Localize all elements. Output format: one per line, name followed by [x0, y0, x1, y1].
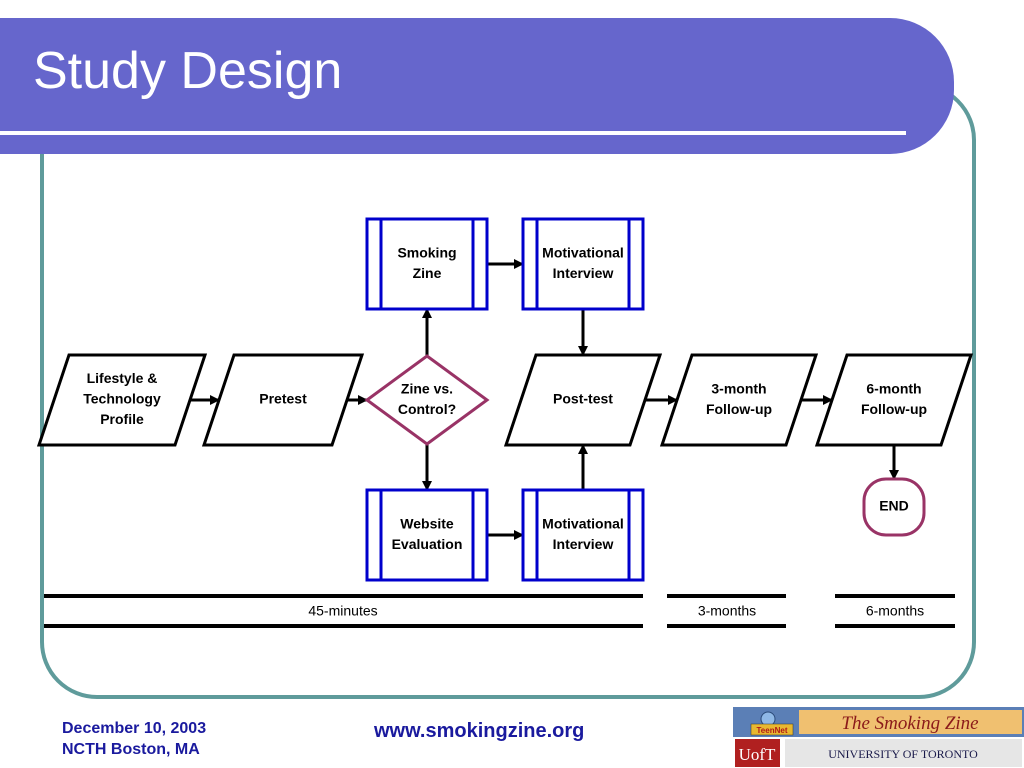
node-pretest: Pretest	[201, 353, 365, 447]
footer-date: December 10, 2003	[62, 720, 207, 737]
node-zine-vs-control: Zine vs. Control?	[364, 354, 490, 446]
node-zine-vs-control-label-line-1: Zine vs.	[401, 380, 453, 396]
node-followup-6-month-label-line-2: Follow-up	[861, 401, 927, 417]
node-lifestyle-profile-label-line-1: Lifestyle &	[87, 370, 158, 386]
logo-banner-text: The Smoking Zine	[841, 713, 978, 734]
node-website-evaluation-shape	[365, 488, 489, 582]
timeline-label: 6-months	[866, 603, 924, 619]
slide-title: Study Design	[33, 42, 343, 100]
node-smoking-zine-label-line-2: Zine	[413, 265, 442, 281]
node-website-evaluation-label-line-1: Website	[400, 515, 454, 531]
node-post-test: Post-test	[503, 353, 663, 447]
node-website-evaluation-label-line-2: Evaluation	[392, 536, 463, 552]
timeline-label: 45-minutes	[308, 603, 377, 619]
node-motivational-interview-bottom-shape	[521, 488, 645, 582]
title-bar	[0, 18, 954, 154]
node-post-test-label-line-1: Post-test	[553, 391, 613, 407]
node-end-shape	[862, 477, 926, 537]
node-motivational-interview-top-shape	[521, 217, 645, 311]
node-smoking-zine-label-line-1: Smoking	[397, 244, 456, 260]
footer-url-link[interactable]: www.smokingzine.org	[374, 720, 585, 742]
node-motivational-interview-top-label-line-1: Motivational	[542, 244, 624, 260]
flow-edges	[190, 259, 899, 540]
logo-uoft-mark: UofT	[739, 745, 776, 764]
node-lifestyle-profile-shape	[36, 353, 208, 447]
footer-event-info: December 10, 2003 NCTH Boston, MA	[62, 718, 206, 760]
node-pretest-shape	[201, 353, 365, 447]
node-end-label-line-1: END	[879, 498, 909, 514]
node-lifestyle-profile-label-line-2: Technology	[83, 391, 161, 407]
logo-university-text: UNIVERSITY OF TORONTO	[828, 747, 978, 761]
timeline-segment-3-months: 3-months	[667, 594, 786, 628]
node-motivational-interview-top-label-line-2: Interview	[553, 265, 614, 281]
node-zine-vs-control-label-line-2: Control?	[398, 401, 456, 417]
timeline-segment-45-minutes: 45-minutes	[44, 594, 643, 628]
node-followup-3-month-label-line-1: 3-month	[711, 380, 766, 396]
node-followup-6-month-shape	[814, 353, 974, 447]
title-underline	[0, 131, 906, 135]
node-end: END	[862, 477, 926, 537]
node-lifestyle-profile-label-line-3: Profile	[100, 411, 144, 427]
node-followup-6-month-label-line-1: 6-month	[866, 380, 921, 396]
node-pretest-label-line-1: Pretest	[259, 391, 307, 407]
node-zine-vs-control-shape	[364, 354, 490, 446]
logo-badge-text: TeenNet	[757, 726, 788, 735]
timeline: 45-minutes 3-months 6-months	[44, 594, 955, 628]
teennet-uoft-logo: TeenNet The Smoking Zine UofT UNIVERSITY…	[733, 707, 1024, 768]
node-followup-3-month-label-line-2: Follow-up	[706, 401, 772, 417]
timeline-label: 3-months	[698, 603, 756, 619]
node-post-test-shape	[503, 353, 663, 447]
node-motivational-interview-bottom-label-line-1: Motivational	[542, 515, 624, 531]
footer-location: NCTH Boston, MA	[62, 741, 200, 758]
node-motivational-interview-bottom-label-line-2: Interview	[553, 536, 614, 552]
node-followup-3-month-shape	[659, 353, 819, 447]
timeline-segment-6-months: 6-months	[835, 594, 955, 628]
node-smoking-zine-shape	[365, 217, 489, 311]
